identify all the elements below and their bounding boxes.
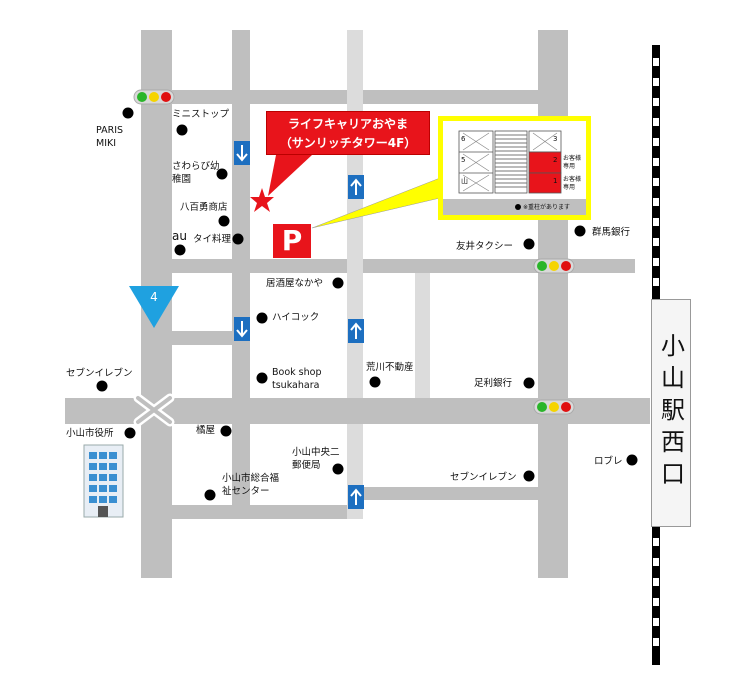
callout-line2: （サンリッチタワー4F） <box>279 136 417 150</box>
place-markers <box>96 107 638 501</box>
road-east-vertical <box>538 30 568 578</box>
kitsuya-marker <box>220 425 232 437</box>
pillar-note: ※重柱があります <box>523 204 571 211</box>
izakaya-marker <box>332 277 344 289</box>
reserved-label-2: お客様専用 <box>563 155 582 170</box>
slot-2-label: 2 <box>553 156 558 164</box>
thai-label: タイ料理 <box>193 234 232 245</box>
inset-pointer <box>311 177 441 229</box>
oyama-station-west-exit: 小山駅西口 <box>651 299 691 527</box>
au-marker <box>174 244 186 256</box>
welfare-marker <box>204 489 216 501</box>
arakawa-marker <box>369 376 381 388</box>
seven-2-marker <box>523 470 535 482</box>
yaoyu-label: 八百勇商店 <box>180 202 228 213</box>
city-hall-label: 小山市役所 <box>66 428 114 439</box>
slot-4-label: 山 <box>461 177 468 185</box>
seven-1-label: セブンイレブン <box>66 368 133 379</box>
destination-star-icon <box>250 188 274 212</box>
traffic-light-3 <box>533 399 575 415</box>
ashikaga-bank-label: 足利銀行 <box>474 378 513 389</box>
arakawa-label: 荒川不動産 <box>366 362 414 373</box>
reserved-label-1: お客様専用 <box>563 176 582 191</box>
slot-6-label: 6 <box>461 135 466 143</box>
loblu-label: ロブレ <box>594 456 623 467</box>
parking-layout-inset: 6 5 山 3 2 1 お客様専用 お客様専用 ※重柱があります <box>438 116 591 220</box>
traffic-light-1 <box>133 89 175 105</box>
parking-layout-drawing <box>443 130 586 215</box>
seven-1-marker <box>96 380 108 392</box>
road-lower-west <box>172 505 360 519</box>
destination-callout: ライフキャリアおやま （サンリッチタワー4F） <box>266 111 430 155</box>
one-way-up-arrow-icon <box>348 485 364 509</box>
callout-pointer <box>268 155 312 196</box>
route-4-label: 4 <box>150 290 158 304</box>
one-way-up-arrow-icon <box>348 319 364 343</box>
seven-2-label: セブンイレブン <box>450 472 517 483</box>
post-office-label: 小山中央二郵便局 <box>292 447 340 471</box>
bookshop-marker <box>256 372 268 384</box>
loblu-marker <box>626 454 638 466</box>
slot-3-label: 3 <box>553 135 558 143</box>
sawarabi-marker <box>216 168 228 180</box>
road-upper-horizontal <box>172 259 635 273</box>
city-hall-building-icon <box>83 444 124 518</box>
road-short-horizontal <box>172 331 234 345</box>
slot-5-label: 5 <box>461 156 466 164</box>
yu-taxi-marker <box>523 238 535 250</box>
au-label: au <box>172 229 187 243</box>
haicock-marker <box>256 312 268 324</box>
ministop-label: ミニストップ <box>172 109 230 120</box>
post-office-marker <box>332 463 344 475</box>
road-minor-vertical-2 <box>415 273 430 398</box>
traffic-light-2 <box>533 258 575 274</box>
paris-miki-label: PARIS MIKI <box>96 125 124 149</box>
city-hall-marker <box>124 427 136 439</box>
kitsuya-label: 橘屋 <box>196 425 216 436</box>
callout-line1: ライフキャリアおやま <box>287 117 408 131</box>
ministop-marker <box>176 124 188 136</box>
yaoyu-marker <box>218 215 230 227</box>
one-way-up-arrow-icon <box>348 175 364 199</box>
gunma-bank-label: 群馬銀行 <box>592 227 631 238</box>
paris-miki-marker <box>122 107 134 119</box>
thai-marker <box>232 233 244 245</box>
bookshop-label: Book shop tsukahara <box>272 367 322 391</box>
gunma-bank-marker <box>574 225 586 237</box>
route-4-marker <box>129 286 179 328</box>
one-way-down-arrow-icon <box>234 141 250 165</box>
ashikaga-bank-marker <box>523 377 535 389</box>
welfare-label: 小山市総合福祉センター <box>222 473 280 497</box>
road-lower-east <box>360 487 538 500</box>
one-way-down-arrow-icon <box>234 317 250 341</box>
yu-taxi-label: 友井タクシー <box>456 241 514 252</box>
sawarabi-label: さわらび幼稚園 <box>172 161 220 185</box>
station-label: 小山駅西口 <box>656 333 685 493</box>
slot-1-label: 1 <box>553 177 558 185</box>
parking-sign: P <box>273 224 311 258</box>
haicock-label: ハイコック <box>272 312 320 323</box>
izakaya-label: 居酒屋なかや <box>266 278 324 289</box>
